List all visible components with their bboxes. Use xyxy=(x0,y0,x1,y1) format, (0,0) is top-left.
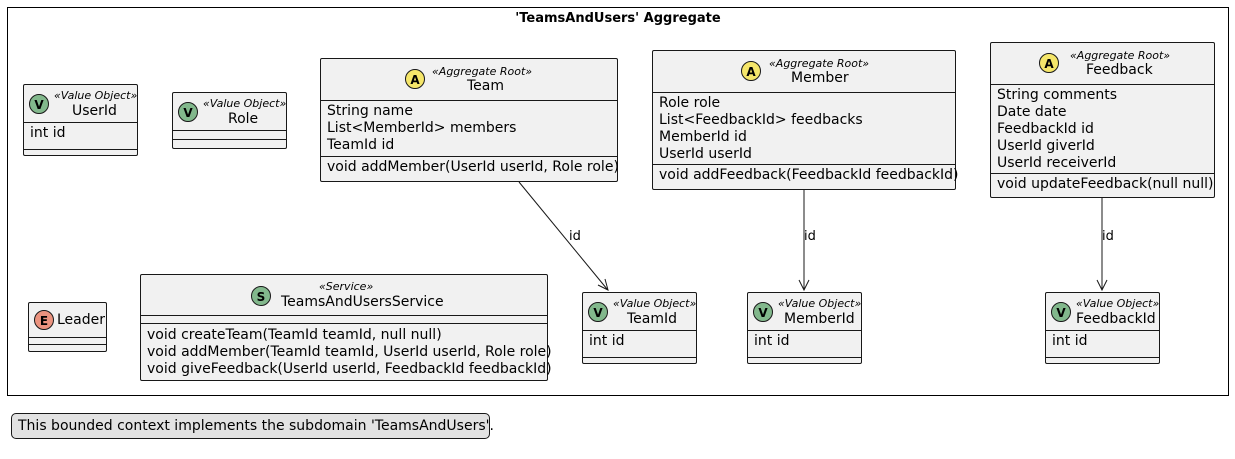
class-member[interactable]: A «Aggregate Root» Member Role role List… xyxy=(652,50,959,190)
class-attribute: UserId giverId xyxy=(997,138,1095,154)
class-stereotype: «Value Object» xyxy=(1076,297,1160,310)
aggregate-root-badge-icon: A xyxy=(405,69,425,89)
class-name: Leader xyxy=(57,312,106,328)
service-badge-icon: S xyxy=(251,286,271,306)
enum-badge-icon: E xyxy=(34,310,54,330)
aggregate-root-badge-icon: A xyxy=(1039,53,1059,73)
class-leader[interactable]: E Leader xyxy=(28,302,107,352)
class-attribute: int id xyxy=(589,333,625,349)
class-name: TeamsAndUsersService xyxy=(281,294,444,310)
aggregate-frame: 'TeamsAndUsers' Aggregate xyxy=(7,7,1229,396)
value-object-badge-icon: V xyxy=(588,302,608,322)
class-attribute: int id xyxy=(30,125,66,141)
class-attribute: String comments xyxy=(997,87,1118,103)
context-note: This bounded context implements the subd… xyxy=(11,413,494,439)
link-member-memberid xyxy=(798,190,810,292)
class-stereotype: «Value Object» xyxy=(778,297,862,310)
class-name: TeamId xyxy=(627,311,678,327)
link-team-teamid xyxy=(518,181,609,291)
class-attribute: List<FeedbackId> feedbacks xyxy=(659,112,863,128)
link-label: id xyxy=(569,229,581,244)
class-attribute: FeedbackId id xyxy=(997,121,1094,137)
class-feedbackid[interactable]: V «Value Object» FeedbackId int id xyxy=(1045,292,1160,364)
class-team[interactable]: A «Aggregate Root» Team String name List… xyxy=(320,58,619,182)
class-stereotype: «Aggregate Root» xyxy=(769,57,870,70)
class-name: Role xyxy=(228,111,259,127)
class-stereotype: «Aggregate Root» xyxy=(432,65,533,78)
class-attribute: String name xyxy=(327,103,413,119)
class-stereotype: «Service» xyxy=(319,280,374,293)
value-object-badge-icon: V xyxy=(178,102,198,122)
class-userid[interactable]: V «Value Object» UserId int id xyxy=(23,84,138,156)
link-feedback-feedbackid xyxy=(1096,198,1108,292)
class-name: Feedback xyxy=(1086,62,1153,78)
class-name: Member xyxy=(791,70,849,86)
class-attribute: Date date xyxy=(997,104,1067,120)
class-name: UserId xyxy=(72,103,117,119)
class-attribute: int id xyxy=(754,333,790,349)
class-attribute: Role role xyxy=(659,95,721,111)
class-attribute: TeamId id xyxy=(327,137,395,153)
class-method: void giveFeedback(UserId userId, Feedbac… xyxy=(147,361,552,377)
link-label: id xyxy=(1102,229,1114,244)
link-label: id xyxy=(804,229,816,244)
class-attribute: MemberId id xyxy=(659,129,747,145)
class-method: void addMember(UserId userId, Role role) xyxy=(327,159,619,175)
class-attribute: UserId userId xyxy=(659,146,752,162)
class-method: void addFeedback(FeedbackId feedbackId) xyxy=(659,167,959,183)
value-object-badge-icon: V xyxy=(1051,302,1071,322)
class-method: void updateFeedback(null null) xyxy=(997,176,1214,192)
class-teamid[interactable]: V «Value Object» TeamId int id xyxy=(582,292,697,364)
class-method: void addMember(TeamId teamId, UserId use… xyxy=(147,344,552,360)
class-feedback[interactable]: A «Aggregate Root» Feedback String comme… xyxy=(990,42,1215,198)
class-name: MemberId xyxy=(784,311,855,327)
frame-title: 'TeamsAndUsers' Aggregate xyxy=(515,11,721,26)
class-name: Team xyxy=(467,78,505,94)
class-attribute: UserId receiverId xyxy=(997,155,1117,171)
class-attribute: int id xyxy=(1052,333,1088,349)
class-role[interactable]: V «Value Object» Role xyxy=(172,92,287,149)
aggregate-root-badge-icon: A xyxy=(741,61,761,81)
class-stereotype: «Value Object» xyxy=(613,297,697,310)
value-object-badge-icon: V xyxy=(753,302,773,322)
class-memberid[interactable]: V «Value Object» MemberId int id xyxy=(747,292,862,364)
class-stereotype: «Aggregate Root» xyxy=(1070,49,1171,62)
class-method: void createTeam(TeamId teamId, null null… xyxy=(147,327,442,343)
class-stereotype: «Value Object» xyxy=(54,89,138,102)
class-teams-and-users-service[interactable]: S «Service» TeamsAndUsersService void cr… xyxy=(140,274,552,381)
value-object-badge-icon: V xyxy=(29,94,49,114)
class-name: FeedbackId xyxy=(1076,311,1156,327)
class-attribute: List<MemberId> members xyxy=(327,120,517,136)
class-stereotype: «Value Object» xyxy=(203,97,287,110)
